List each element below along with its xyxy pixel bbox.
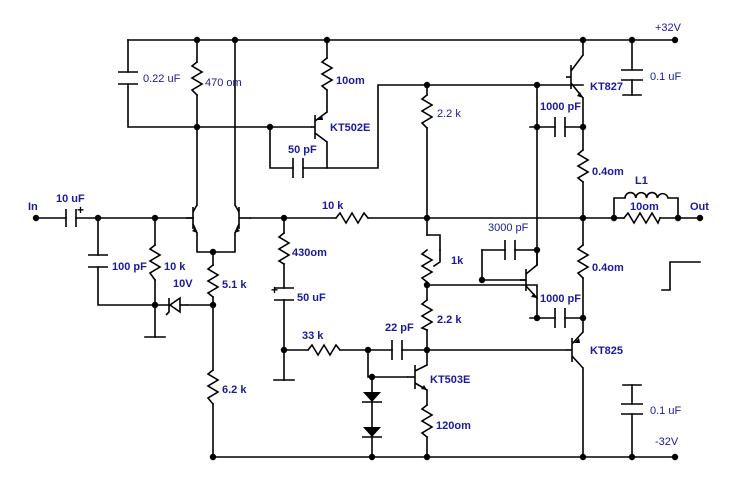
cap-0-22uf	[118, 71, 138, 85]
label-c-01-bot: 0.1 uF	[650, 405, 681, 417]
label-c-01-top: 0.1 uF	[650, 71, 681, 83]
transistors	[186, 54, 584, 391]
label-d-10v: 10V	[173, 278, 193, 290]
cap-22pf	[391, 340, 403, 360]
resistor-430om	[277, 231, 291, 266]
resistor-2-2k-top	[420, 93, 434, 130]
resistor-10om-output	[622, 211, 662, 225]
label-c-022: 0.22 uF	[143, 73, 181, 85]
transistor-kt827	[566, 54, 584, 99]
label-c-22pf: 22 pF	[385, 322, 414, 334]
pot-wiper	[432, 249, 441, 268]
transistor-kt825	[566, 331, 584, 369]
label-r-10k-in: 10 k	[164, 261, 186, 273]
cap-50pf	[292, 158, 304, 178]
label-q-kt502: KT502E	[330, 122, 370, 134]
label-r-470: 470 om	[205, 77, 242, 89]
cap-0-1uf-top	[621, 69, 643, 81]
label-q-kt825: KT825	[590, 345, 623, 357]
transistor-kt503e	[407, 364, 428, 391]
label-r-04-top: 0.4om	[592, 166, 624, 178]
resistor-10k-input	[148, 243, 162, 282]
label-c-3000: 3000 pF	[488, 222, 529, 234]
resistor-470	[190, 60, 204, 97]
transistor-right-diff	[234, 204, 251, 234]
label-q-kt503: KT503E	[430, 374, 470, 386]
label-r-10om-out: 10om	[630, 201, 659, 213]
label-r-22k-bot: 2.2 k	[437, 314, 462, 326]
label-r-33k: 33 k	[302, 330, 324, 342]
resistor-33k	[306, 343, 342, 357]
resistor-0-4om-bottom	[576, 243, 590, 280]
resistor-5-1k	[206, 263, 220, 299]
resistor-2-2k-bottom	[420, 298, 434, 332]
zener-10v	[165, 296, 188, 316]
label-r-120: 120om	[436, 420, 471, 432]
label-vplus: +32V	[655, 22, 682, 34]
transistor-kt502e	[311, 111, 328, 143]
cap-10uf-input: +	[65, 203, 84, 227]
cap-0-1uf-bottom	[621, 403, 643, 415]
label-c-1000-top: 1000 pF	[540, 101, 581, 113]
label-c-100pf: 100 pF	[112, 261, 147, 273]
resistor-6-2k	[206, 368, 220, 406]
label-vminus: -32V	[655, 436, 679, 448]
label-c-1000-bot: 1000 pF	[540, 293, 581, 305]
label-in: In	[28, 201, 38, 213]
label-out: Out	[690, 201, 709, 213]
label-pot-1k: 1k	[451, 255, 464, 267]
junctions	[32, 36, 704, 461]
label-l1: L1	[635, 175, 648, 187]
label-c-50pf: 50 pF	[288, 144, 317, 156]
transistor-left-diff	[186, 204, 198, 234]
capacitors: + +	[65, 69, 643, 415]
label-r-51k: 5.1 k	[222, 279, 247, 291]
cap-3000pf	[504, 240, 516, 260]
resistor-10om	[320, 56, 334, 92]
cap-100pf	[88, 254, 108, 268]
resistor-0-4om-top	[576, 148, 590, 184]
label-c-in: 10 uF	[56, 193, 85, 205]
potentiometer-1k	[420, 248, 434, 284]
cap-1000pf-top	[554, 117, 566, 137]
label-q-kt827: KT827	[590, 81, 623, 93]
label-r-10om: 10om	[336, 75, 365, 87]
svg-text:+: +	[271, 283, 278, 297]
label-r-430: 430om	[292, 247, 327, 259]
resistors	[148, 56, 662, 439]
label-r-22k-top: 2.2 k	[437, 108, 461, 120]
diodes	[165, 296, 382, 438]
label-c-50uf: 50 uF	[297, 292, 326, 304]
cap-1000pf-bottom	[554, 308, 566, 328]
resistor-10k-feedback	[334, 211, 370, 225]
cap-50uf: +	[271, 283, 294, 301]
transistor-driver	[520, 264, 538, 299]
label-r-10k-fb: 10 k	[322, 200, 344, 212]
labels: In Out +32V -32V 10 uF 0.22 uF 470 om 10…	[28, 22, 709, 448]
label-r-04-bot: 0.4om	[592, 262, 624, 274]
svg-text:+: +	[77, 203, 84, 217]
diode-upper	[363, 392, 381, 402]
inductor-l1	[624, 191, 669, 199]
diode-lower	[363, 427, 381, 437]
resistor-120om	[420, 403, 434, 439]
label-r-62k: 6.2 k	[222, 384, 247, 396]
